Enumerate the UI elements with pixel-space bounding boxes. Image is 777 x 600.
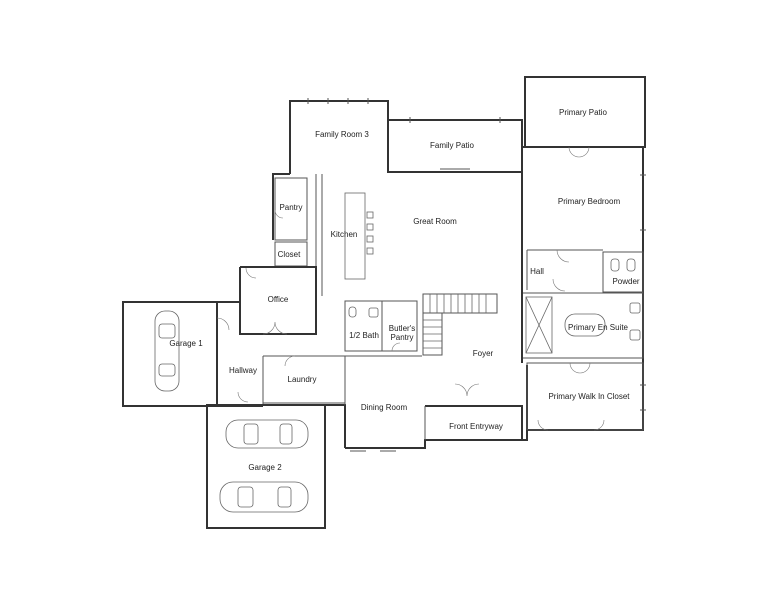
- room-label-garage-2: Garage 2: [248, 463, 282, 472]
- room-label-office: Office: [268, 295, 289, 304]
- room-label-hall: Hall: [530, 267, 544, 276]
- exterior-walls: [122, 76, 646, 529]
- toilet: [348, 258, 636, 318]
- room-label-butlers-pantry-line1: Butler's: [389, 324, 415, 333]
- kitchen-island: [344, 192, 374, 280]
- pantry-outer-wall: [272, 173, 290, 240]
- car-icon: [154, 310, 180, 392]
- powder-walls: [602, 251, 644, 293]
- south-wall: [345, 430, 528, 449]
- room-label-foyer: Foyer: [473, 349, 494, 358]
- half-bath-walls: [344, 300, 383, 352]
- family-room-3-walls: [289, 100, 389, 174]
- stair-upper-run: [422, 293, 498, 314]
- room-label-closet: Closet: [278, 250, 301, 259]
- room-label-great-room: Great Room: [413, 217, 457, 226]
- room-label-primary-en-suite: Primary En Suite: [568, 323, 629, 332]
- room-label-dining-room: Dining Room: [361, 403, 408, 412]
- pantry-walls: [274, 177, 308, 241]
- room-label-family-room-3: Family Room 3: [315, 130, 369, 139]
- walk-in-closet-walls: [526, 362, 644, 431]
- dining-west-wall: [325, 404, 346, 448]
- room-label-powder: Powder: [612, 277, 639, 286]
- room-label-hallway: Hallway: [229, 366, 257, 375]
- room-label-family-patio: Family Patio: [430, 141, 475, 150]
- car-icon: [219, 481, 309, 513]
- room-label-primary-bedroom: Primary Bedroom: [558, 197, 621, 206]
- garage-2-walls: [206, 404, 326, 529]
- windows: [307, 98, 646, 452]
- room-label-laundry: Laundry: [288, 375, 317, 384]
- door-swings: [216, 146, 605, 431]
- room-label-butlers-pantry-line2: Pantry: [390, 333, 413, 342]
- bathtub: [564, 313, 606, 337]
- room-label-primary-patio: Primary Patio: [559, 108, 608, 117]
- room-label-primary-walk-in-closet: Primary Walk In Closet: [548, 392, 630, 401]
- room-label-pantry: Pantry: [279, 203, 302, 212]
- sink: [368, 302, 641, 341]
- office-walls: [239, 266, 317, 335]
- room-label-garage-1: Garage 1: [169, 339, 203, 348]
- butlers-pantry-walls: [381, 300, 418, 352]
- room-label-half-bath: 1/2 Bath: [349, 331, 379, 340]
- primary-bedroom-walls: [522, 146, 644, 255]
- car-icon: [225, 419, 309, 449]
- shower: [525, 296, 553, 354]
- room-label-front-entryway: Front Entryway: [449, 422, 503, 431]
- room-label-kitchen: Kitchen: [331, 230, 358, 239]
- front-entryway-walls: [425, 405, 523, 440]
- staircase: [423, 294, 487, 349]
- garage-1-walls: [122, 301, 218, 407]
